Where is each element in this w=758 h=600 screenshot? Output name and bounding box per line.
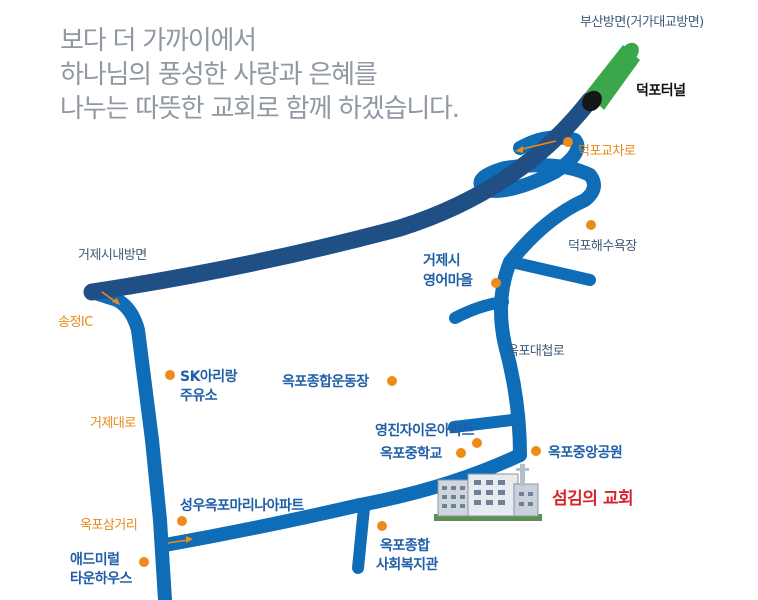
road-english-village-branch [449,296,509,324]
label-admiral-line1: 애드미럴 [70,552,120,568]
road-welfare-branch [352,502,370,574]
road-park-branch [448,414,518,433]
road-highway-busan [83,91,599,301]
label-sk-arirang-line2: 주유소 [180,388,218,404]
poi-dot-okpo-middle-school [456,448,466,458]
intro-line-3: 나누는 따뜻한 교회로 함께 하겠습니다. [60,94,460,124]
label-admiral-line2: 타운하우스 [70,571,132,587]
road-geoje-daero [85,285,172,600]
poi-dot-deokpo-beach [586,220,596,230]
label-church-name: 섬김의 교회 [552,489,634,509]
label-youngjin-apartment: 영진자이온아파트 [375,423,475,439]
poi-dot-okpo-central-park [531,446,541,456]
label-deokpo-tunnel: 덕포터널 [636,83,686,99]
poi-dot-deokpo-ic [563,137,573,147]
intro-line-2: 하나님의 풍성한 사랑과 은혜를 [60,60,378,90]
poi-dot-youngjin-apartment [472,438,482,448]
poi-dot-seongwoo-apartment [177,516,187,526]
label-okpo-middle-school: 옥포중학교 [380,446,442,462]
label-busan-direction: 부산방면(거가대교방면) [580,15,704,30]
poi-dot-english-village [491,278,501,288]
poi-dot-welfare-center [377,521,387,531]
tunnel-icon [582,42,640,112]
label-sk-arirang-line1: SK아리랑 [180,369,238,385]
road-beach-branch [510,257,596,286]
poi-dot-okpo-stadium [387,376,397,386]
label-okpo-stadium: 옥포종합운동장 [282,374,369,390]
label-deokpo-beach: 덕포해수욕장 [568,239,637,254]
poi-dot-admiral [139,557,149,567]
intro-text: 보다 더 가까이에서 하나님의 풍성한 사랑과 은혜를 나누는 따뜻한 교회로 … [60,24,460,126]
church-building-icon [432,462,544,522]
poi-dot-sk-arirang [165,370,175,380]
label-welfare-center-line2: 사회복지관 [376,557,438,573]
label-deokpo-interchange: 덕포교차로 [578,144,636,159]
road-okpo-daecheop-ro [473,130,601,462]
intro-line-1: 보다 더 가까이에서 [60,26,257,56]
arrow-right-icon [101,140,557,544]
label-okpo-samgeori: 옥포삼거리 [80,518,138,533]
label-english-village-line2: 영어마을 [423,273,473,289]
label-welfare-center-line1: 옥포종합 [380,538,430,554]
label-songjeong-ic: 송정IC [58,315,93,330]
label-okpo-central-park: 옥포중앙공원 [548,445,623,461]
label-geoje-city-direction: 거제시내방면 [78,248,147,263]
label-okpo-daecheop-ro: 옥포대첩로 [507,344,565,359]
label-geoje-daero: 거제대로 [90,416,136,431]
label-english-village-line1: 거제시 [423,253,461,269]
label-seongwoo-apartment: 성우옥포마리나아파트 [180,498,304,514]
